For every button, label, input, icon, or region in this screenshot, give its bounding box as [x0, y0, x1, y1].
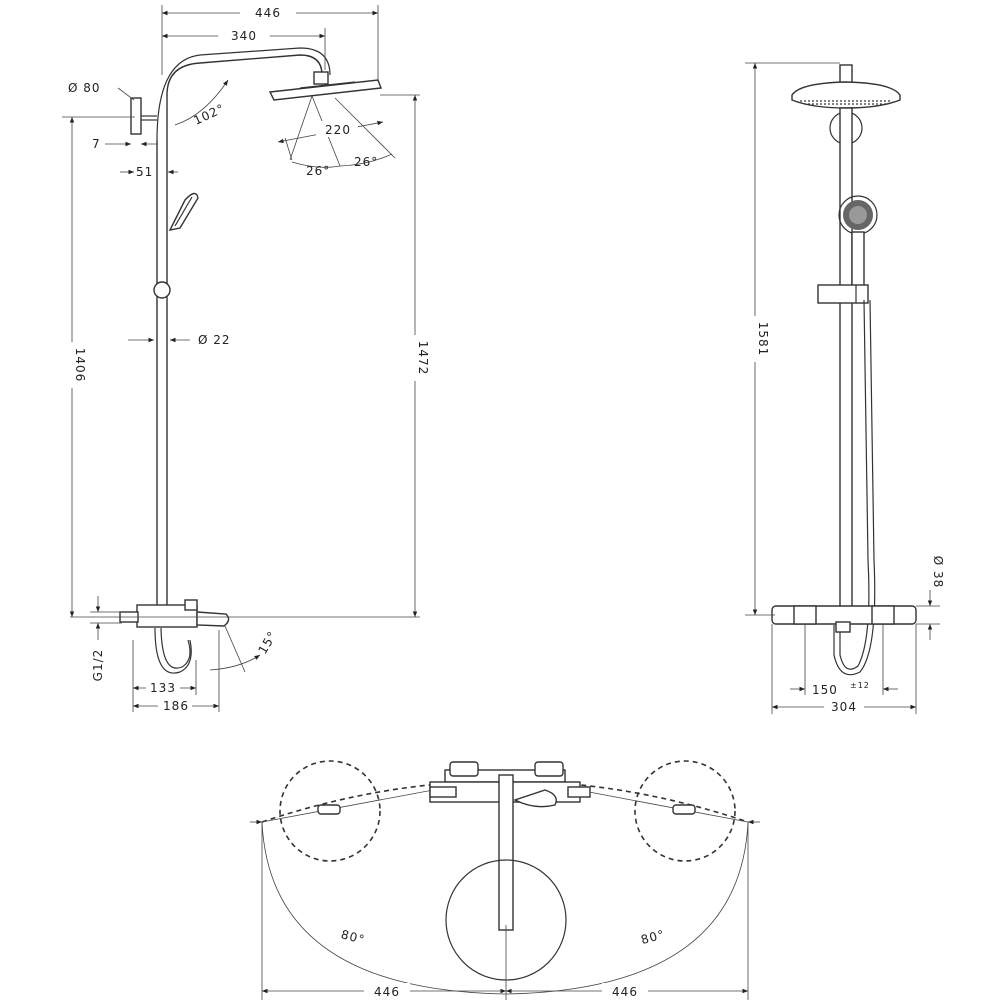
top-angle-left: 80° [339, 927, 366, 947]
side-dim-phi22: Ø 22 [198, 333, 231, 347]
side-angle-26-left: 26° [306, 164, 330, 178]
side-dim-1472: 1472 [416, 341, 430, 376]
top-angle-right: 80° [639, 927, 666, 947]
side-dim-186: 186 [163, 699, 189, 713]
side-view: 446 340 Ø 80 7 51 102° 220 26° 26° Ø 22 [62, 4, 430, 713]
front-dim-304: 304 [831, 700, 857, 714]
side-dim-340: 340 [231, 29, 257, 43]
side-dim-7: 7 [92, 137, 101, 151]
side-angle-26-right: 26° [354, 155, 378, 169]
side-spout [196, 611, 230, 627]
side-dim-phi80: Ø 80 [68, 81, 101, 95]
top-dim-left-446: 446 [374, 985, 400, 999]
front-dim-150-tol: ±12 [850, 681, 870, 690]
side-dim-51: 51 [136, 165, 153, 179]
front-view: 1581 Ø 38 150 ±12 304 [745, 62, 945, 714]
side-dim-1406: 1406 [73, 348, 87, 383]
top-riser [498, 774, 514, 931]
top-view: 80° 80° 446 446 [250, 760, 760, 1000]
side-dim-220: 220 [325, 123, 351, 137]
top-dim-right-446: 446 [612, 985, 638, 999]
side-slider [153, 281, 171, 299]
front-dim-phi38: Ø 38 [931, 556, 945, 589]
side-dim-446: 446 [255, 6, 281, 20]
side-dim-133: 133 [150, 681, 176, 695]
side-riser-pipe [156, 54, 323, 609]
side-angle-15: 15° [255, 628, 279, 656]
top-left-swing-circle [279, 760, 381, 862]
front-hose [839, 299, 870, 670]
side-wall-bracket [130, 97, 142, 135]
top-right-swing-circle [634, 760, 736, 862]
side-thread-g12: G1/2 [91, 649, 105, 682]
front-slider [817, 284, 869, 304]
front-dim-1581: 1581 [756, 322, 770, 357]
front-riser-pipe [839, 107, 853, 609]
front-dim-150: 150 [812, 683, 838, 697]
side-hose [154, 627, 192, 674]
